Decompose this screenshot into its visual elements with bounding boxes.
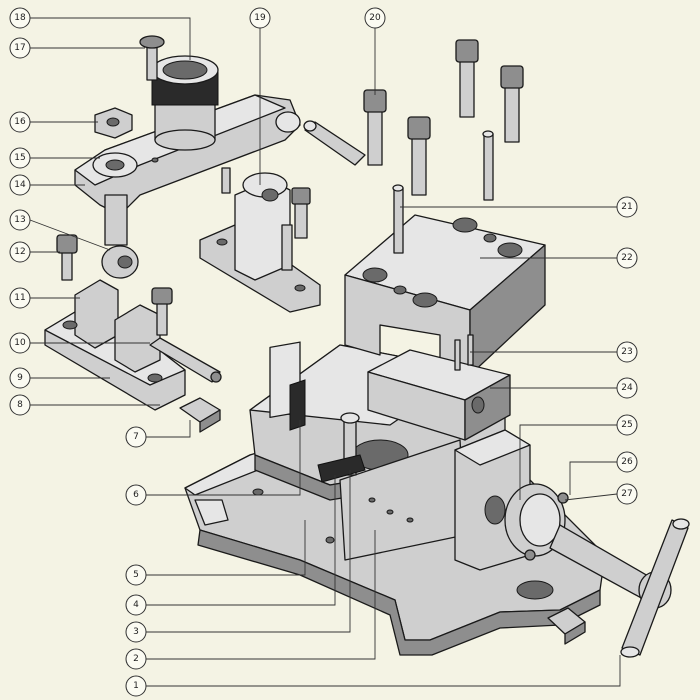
callout-20: 20 xyxy=(364,7,386,29)
pin-arm xyxy=(303,120,366,166)
callout-21: 21 xyxy=(616,196,638,218)
svg-text:7: 7 xyxy=(133,432,139,442)
svg-text:19: 19 xyxy=(254,13,266,23)
svg-text:4: 4 xyxy=(133,600,139,610)
callout-10: 10 xyxy=(9,332,31,354)
dowel-pins xyxy=(392,130,494,371)
fixture-block-24 xyxy=(367,349,511,441)
callout-17: 17 xyxy=(9,37,31,59)
bracket-19 xyxy=(199,167,321,313)
tenon-key-7 xyxy=(179,397,221,433)
callout-22: 22 xyxy=(616,247,638,269)
callout-9: 9 xyxy=(9,367,31,389)
callout-19: 19 xyxy=(249,7,271,29)
bracket-lower xyxy=(44,279,186,411)
svg-text:23: 23 xyxy=(621,347,632,357)
callout-7: 7 xyxy=(125,426,147,448)
callout-14: 14 xyxy=(9,174,31,196)
svg-text:15: 15 xyxy=(14,153,25,163)
callout-1: 1 xyxy=(125,675,147,697)
bushing-18 xyxy=(151,55,219,151)
lead-screw-handle xyxy=(549,518,690,658)
callout-25: 25 xyxy=(616,414,638,436)
svg-text:12: 12 xyxy=(14,247,25,257)
svg-text:22: 22 xyxy=(621,253,632,263)
cap-screws-20 xyxy=(363,39,524,196)
svg-text:1: 1 xyxy=(133,681,139,691)
svg-text:26: 26 xyxy=(621,457,633,467)
eye-bolt-13 xyxy=(101,245,139,279)
svg-text:10: 10 xyxy=(14,338,26,348)
svg-text:17: 17 xyxy=(14,43,25,53)
callout-3: 3 xyxy=(125,621,147,643)
callout-8: 8 xyxy=(9,394,31,416)
leader-lines xyxy=(29,17,621,687)
svg-text:6: 6 xyxy=(133,490,139,500)
callout-24: 24 xyxy=(616,377,638,399)
svg-text:5: 5 xyxy=(133,570,139,580)
callout-26: 26 xyxy=(616,451,638,473)
svg-text:3: 3 xyxy=(133,627,139,637)
svg-text:11: 11 xyxy=(14,293,25,303)
svg-text:18: 18 xyxy=(14,13,26,23)
washer-15 xyxy=(92,152,138,178)
svg-text:21: 21 xyxy=(621,202,632,212)
svg-text:2: 2 xyxy=(133,654,139,664)
cap-screw-12 xyxy=(56,234,78,281)
callout-12: 12 xyxy=(9,241,31,263)
callout-2: 2 xyxy=(125,648,147,670)
screw-flange xyxy=(504,483,569,561)
svg-text:13: 13 xyxy=(14,215,25,225)
callout-23: 23 xyxy=(616,341,638,363)
callout-6: 6 xyxy=(125,484,147,506)
cap-screw-11 xyxy=(151,287,173,336)
svg-text:20: 20 xyxy=(369,13,381,23)
svg-text:24: 24 xyxy=(621,383,633,393)
callout-11: 11 xyxy=(9,287,31,309)
nut-16 xyxy=(94,107,133,139)
svg-text:25: 25 xyxy=(621,420,632,430)
svg-text:8: 8 xyxy=(17,400,23,410)
callout-27: 27 xyxy=(616,483,638,505)
callout-15: 15 xyxy=(9,147,31,169)
callout-18: 18 xyxy=(9,7,31,29)
callout-13: 13 xyxy=(9,209,31,231)
svg-text:14: 14 xyxy=(14,180,26,190)
set-screw-17 xyxy=(139,35,165,81)
callout-16: 16 xyxy=(9,111,31,133)
fixture-block-22 xyxy=(344,214,546,376)
callout-5: 5 xyxy=(125,564,147,586)
svg-text:9: 9 xyxy=(17,373,23,383)
pin-10 xyxy=(149,337,222,383)
svg-text:27: 27 xyxy=(621,489,632,499)
svg-text:16: 16 xyxy=(14,117,26,127)
callout-4: 4 xyxy=(125,594,147,616)
tenon-key-right xyxy=(547,607,586,645)
